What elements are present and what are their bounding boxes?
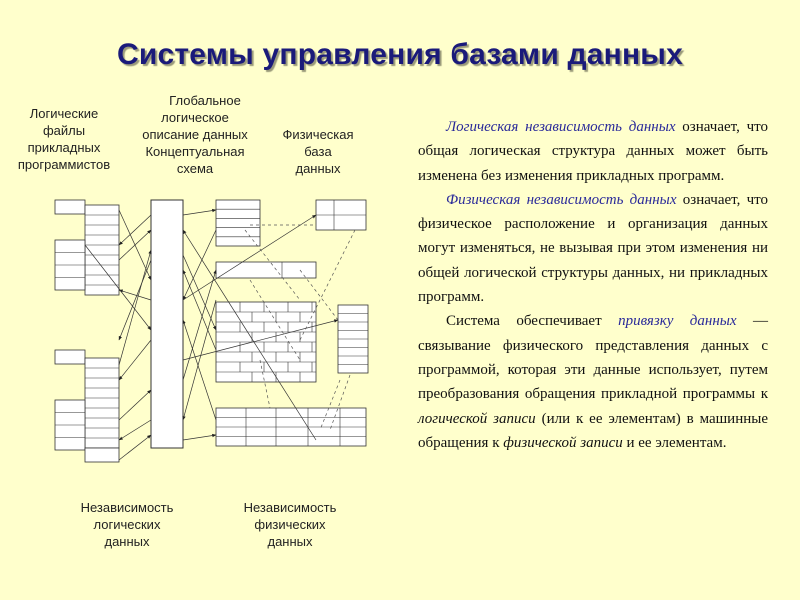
logical-file-2-header: [54, 349, 86, 365]
term-physical-record: физической записи: [503, 434, 623, 451]
arrow-17: [182, 299, 217, 421]
arrow-13: [182, 229, 217, 301]
arrow-14: [182, 254, 217, 331]
dashed-link-2: [244, 229, 301, 301]
arrow-21: [182, 319, 339, 361]
dashed-link-3: [299, 269, 339, 321]
label-logical-files: Логические файлы прикладных программисто…: [17, 106, 111, 172]
physical-links-dashed: [244, 224, 356, 431]
arrow-18: [182, 433, 217, 441]
arrow-20: [182, 214, 317, 301]
page-title: Системы управления базами данных: [117, 38, 683, 71]
arrow-4: [118, 289, 152, 301]
arrow-16: [182, 269, 217, 381]
paragraph-data-binding: Система обеспечивает привязку данных — с…: [418, 313, 769, 451]
conceptual-schema-box: [150, 199, 184, 449]
logical-file-2-rows: [84, 357, 120, 449]
logical-file-1-rows: [84, 204, 120, 296]
physical-block-3: [215, 261, 317, 279]
dashed-link-5: [299, 229, 356, 341]
dashed-link-4: [249, 279, 301, 361]
physical-block-1: [215, 199, 261, 247]
arrow-3: [118, 229, 152, 261]
dashed-link-6: [259, 359, 271, 409]
physical-database-group: [215, 199, 369, 447]
paragraph-physical-independence: Физическая независимость данных означает…: [418, 191, 769, 306]
mapping-arrows: [84, 208, 339, 461]
arrow-22: [182, 229, 317, 441]
arrow-7: [118, 339, 152, 381]
arrow-19: [182, 319, 217, 421]
label-logical-independence: Независимость логических данных: [80, 500, 174, 549]
label-global-schema: Глобальное логическое описание данных Ко…: [142, 93, 248, 176]
arrow-15: [182, 269, 217, 351]
arrow-11: [118, 259, 152, 341]
arrow-5: [84, 244, 152, 331]
arrow-2: [118, 214, 152, 246]
term-logical-record: логической записи: [418, 410, 536, 427]
label-physical-independence: Независимость физических данных: [243, 500, 337, 549]
logical-file-2-tail: [84, 447, 120, 463]
arrow-8: [118, 389, 152, 421]
conceptual-schema-bar: [150, 199, 184, 449]
dashed-link-8: [319, 379, 341, 431]
explanation-text: Логическая независимость данных означает…: [418, 115, 768, 455]
arrow-12: [182, 208, 217, 216]
term-logical-independence: Логическая независимость данных: [446, 119, 676, 135]
arrow-6: [118, 249, 152, 366]
logical-file-1-header: [54, 199, 86, 215]
arrow-10: [118, 434, 152, 461]
logical-files-group: [54, 199, 120, 463]
term-data-binding: привязку данных: [618, 313, 737, 330]
dashed-link-7: [329, 374, 351, 431]
term-physical-independence: Физическая независимость данных: [446, 191, 677, 208]
paragraph-logical-independence: Логическая независимость данных означает…: [418, 119, 769, 184]
arrow-9: [118, 419, 152, 441]
label-physical-db: Физическая база данных: [282, 127, 354, 176]
